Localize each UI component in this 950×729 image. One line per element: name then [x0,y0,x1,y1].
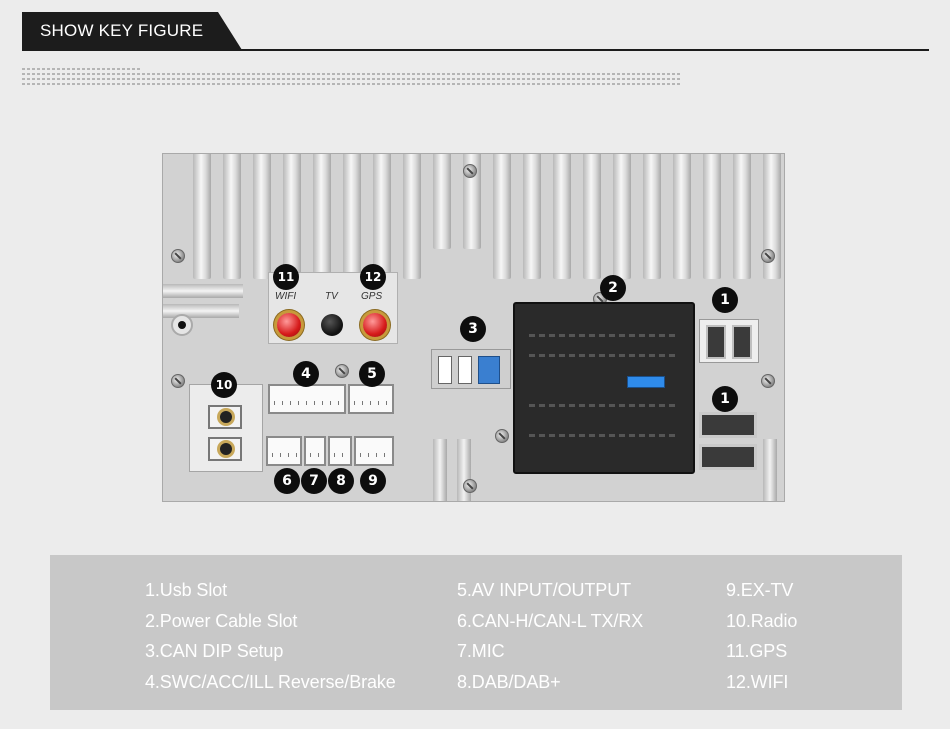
radio-antenna-block [189,384,263,472]
heat-sink-fin [553,154,571,279]
callout-badge-10: 10 [211,372,237,398]
screw-icon [761,249,775,263]
gps-antenna-jack [363,313,387,337]
heat-sink-fin [253,154,271,279]
screw-icon [171,249,185,263]
bottom-fin [433,439,447,501]
legend-item: 3.CAN DIP Setup [145,641,284,661]
mic-connector [304,436,326,466]
tv-label: TV [325,291,338,302]
heat-sink-fin [733,154,751,279]
device-rear-panel: WIFI TV GPS 1 1 2 3 4 5 6 [162,153,785,502]
heat-sink-fin [343,154,361,279]
dab-connector [328,436,352,466]
heat-sink-fin [583,154,601,279]
wifi-antenna-jack [277,313,301,337]
usb-port [699,444,757,470]
swc-connector [268,384,346,414]
heat-sink-fins [163,154,784,279]
legend-item: 2.Power Cable Slot [145,610,298,631]
heat-sink-fin [493,154,511,279]
bottom-fin [763,439,777,501]
callout-badge-7: 7 [301,468,327,494]
header-divider [22,49,929,51]
legend-item: 1.Usb Slot [145,580,228,600]
callout-badge-5: 5 [359,361,385,387]
heat-sink-fin [283,154,301,279]
screw-icon [761,374,775,388]
legend-item: 7.MIC [457,641,505,661]
callout-badge-1: 1 [712,386,738,412]
callout-badge-1: 1 [712,287,738,313]
callout-badge-4: 4 [293,361,319,387]
dip-switch-blue [478,356,500,384]
callout-badge-3: 3 [460,316,486,342]
side-fin [163,284,243,298]
legend-item: 5.AV INPUT/OUTPUT [457,580,631,600]
legend-column-3: 9.EX-TV 10.Radio 11.GPS 12.WIFI [726,575,797,697]
radio-jack [208,405,242,429]
callout-badge-6: 6 [274,468,300,494]
callout-badge-2: 2 [600,275,626,301]
screw-icon [171,374,185,388]
legend-item: 8.DAB/DAB+ [457,671,561,692]
legend-item: 11.GPS [726,641,788,661]
tv-jack [321,314,343,336]
section-title-tab: SHOW KEY FIGURE [22,12,242,50]
legend-item: 6.CAN-H/CAN-L TX/RX [457,610,644,631]
screw-icon [495,429,509,443]
callout-badge-11: 11 [273,264,299,290]
heat-sink-fin [763,154,781,279]
section-title: SHOW KEY FIGURE [40,21,204,40]
usb-port [732,325,752,359]
gps-label: GPS [361,291,383,302]
usb-port [706,325,726,359]
av-connector [348,384,394,414]
usb-vertical-block [699,319,759,363]
legend-item: 12.WIFI [726,671,789,692]
can-dip-switch-block [431,349,511,389]
legend-item: 10.Radio [726,610,798,631]
power-harness-socket [513,302,695,474]
legend-item: 9.EX-TV [726,580,794,600]
callout-badge-12: 12 [360,264,386,290]
heat-sink-fin [433,154,451,249]
heat-sink-fin [193,154,211,279]
heat-sink-fin [673,154,691,279]
heat-sink-fin [523,154,541,279]
legend-box: 1.Usb Slot 2.Power Cable Slot 3.CAN DIP … [50,555,902,710]
legend-column-1: 1.Usb Slot 2.Power Cable Slot 3.CAN DIP … [145,575,396,697]
can-connector [266,436,302,466]
heat-sink-fin [403,154,421,279]
heat-sink-fin [643,154,661,279]
heat-sink-fin [613,154,631,279]
fuse [627,376,665,388]
legend-column-2: 5.AV INPUT/OUTPUT 6.CAN-H/CAN-L TX/RX 7.… [457,575,643,697]
heat-sink-fin [373,154,391,279]
heat-sink-fin [223,154,241,279]
fine-print-block [22,68,682,88]
extv-connector [354,436,394,466]
usb-port [699,412,757,438]
callout-badge-8: 8 [328,468,354,494]
legend-item: 4.SWC/ACC/ILL Reverse/Brake [145,671,396,692]
left-round-port [171,314,193,336]
dip-switch [458,356,472,384]
heat-sink-fin [313,154,331,279]
dip-switch [438,356,452,384]
screw-icon [463,164,477,178]
callout-badge-9: 9 [360,468,386,494]
radio-jack-2 [208,437,242,461]
screw-icon [335,364,349,378]
wifi-label: WIFI [275,291,297,302]
heat-sink-fin [703,154,721,279]
screw-icon [463,479,477,493]
